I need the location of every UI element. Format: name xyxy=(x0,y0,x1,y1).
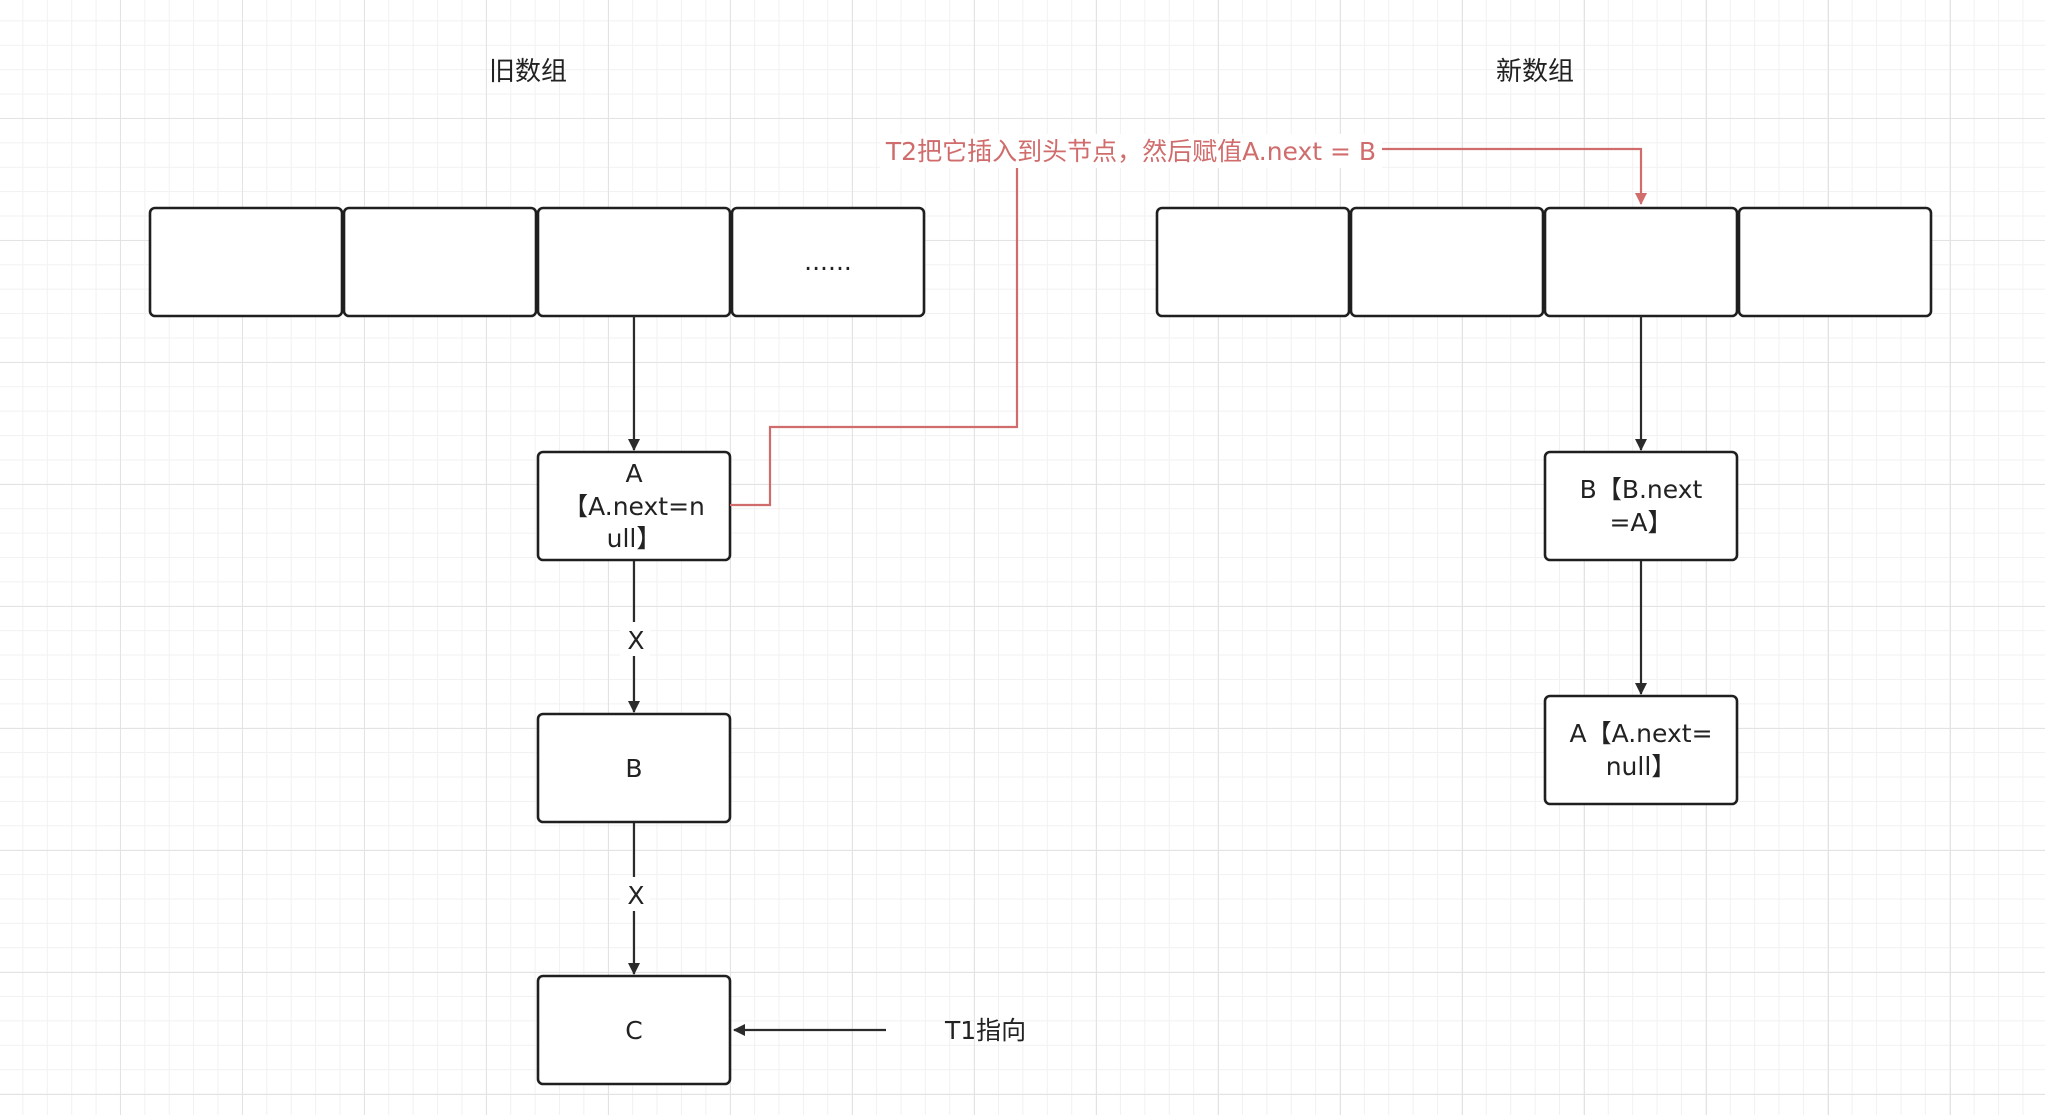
old-array-cell-2 xyxy=(536,206,732,318)
old-node-b-label: B xyxy=(625,754,642,783)
old-array-cell-3-label: ...... xyxy=(804,247,852,276)
edge-b-to-c-label-bg xyxy=(620,877,650,911)
old-node-a: A 【A.next=n ull】 xyxy=(536,450,732,562)
new-node-a-line-1: A【A.next= xyxy=(1569,719,1712,748)
new-array-title: 新数组 xyxy=(1496,57,1574,87)
new-node-b-line-1: B【B.next xyxy=(1580,475,1703,504)
new-node-a-box xyxy=(1543,694,1739,806)
old-node-c-label: C xyxy=(625,1016,642,1045)
edge-b-to-c-label: X xyxy=(627,881,644,910)
new-array-cell-0 xyxy=(1155,206,1351,318)
old-array-cell-1 xyxy=(342,206,538,318)
old-node-b: B xyxy=(536,712,732,824)
old-node-c-box xyxy=(536,974,732,1086)
old-array-title: 旧数组 xyxy=(489,57,567,87)
edge-a-to-b-label: X xyxy=(627,626,644,655)
new-node-a: A【A.next= null】 xyxy=(1543,694,1739,806)
t2-note: T2把它插入到头节点，然后赋值A.next = B xyxy=(885,137,1376,166)
t1-note: T1指向 xyxy=(944,1016,1026,1045)
old-node-a-line-3: ull】 xyxy=(607,524,662,553)
old-array-cell-3 xyxy=(730,206,926,318)
new-node-b-line-2: =A】 xyxy=(1609,508,1672,537)
old-node-b-box xyxy=(536,712,732,824)
old-node-a-line-2: 【A.next=n xyxy=(563,492,705,521)
edge-a-to-b-label-bg xyxy=(620,622,650,656)
new-node-a-line-2: null】 xyxy=(1606,752,1677,781)
new-array xyxy=(1155,206,1933,318)
new-array-cell-3 xyxy=(1737,206,1933,318)
old-array-cell-0 xyxy=(148,206,344,318)
new-node-b-box xyxy=(1543,450,1739,562)
new-array-cell-1 xyxy=(1349,206,1545,318)
t2-insert-arrow xyxy=(1382,147,1647,205)
new-node-b: B【B.next =A】 xyxy=(1543,450,1739,562)
t2-note-bg xyxy=(880,134,1382,168)
old-node-c: C xyxy=(536,974,732,1086)
old-node-a-line-1: A xyxy=(625,459,642,488)
t2-connector-line xyxy=(730,168,1019,507)
new-array-cell-2 xyxy=(1543,206,1739,318)
old-array: ...... xyxy=(148,206,926,318)
